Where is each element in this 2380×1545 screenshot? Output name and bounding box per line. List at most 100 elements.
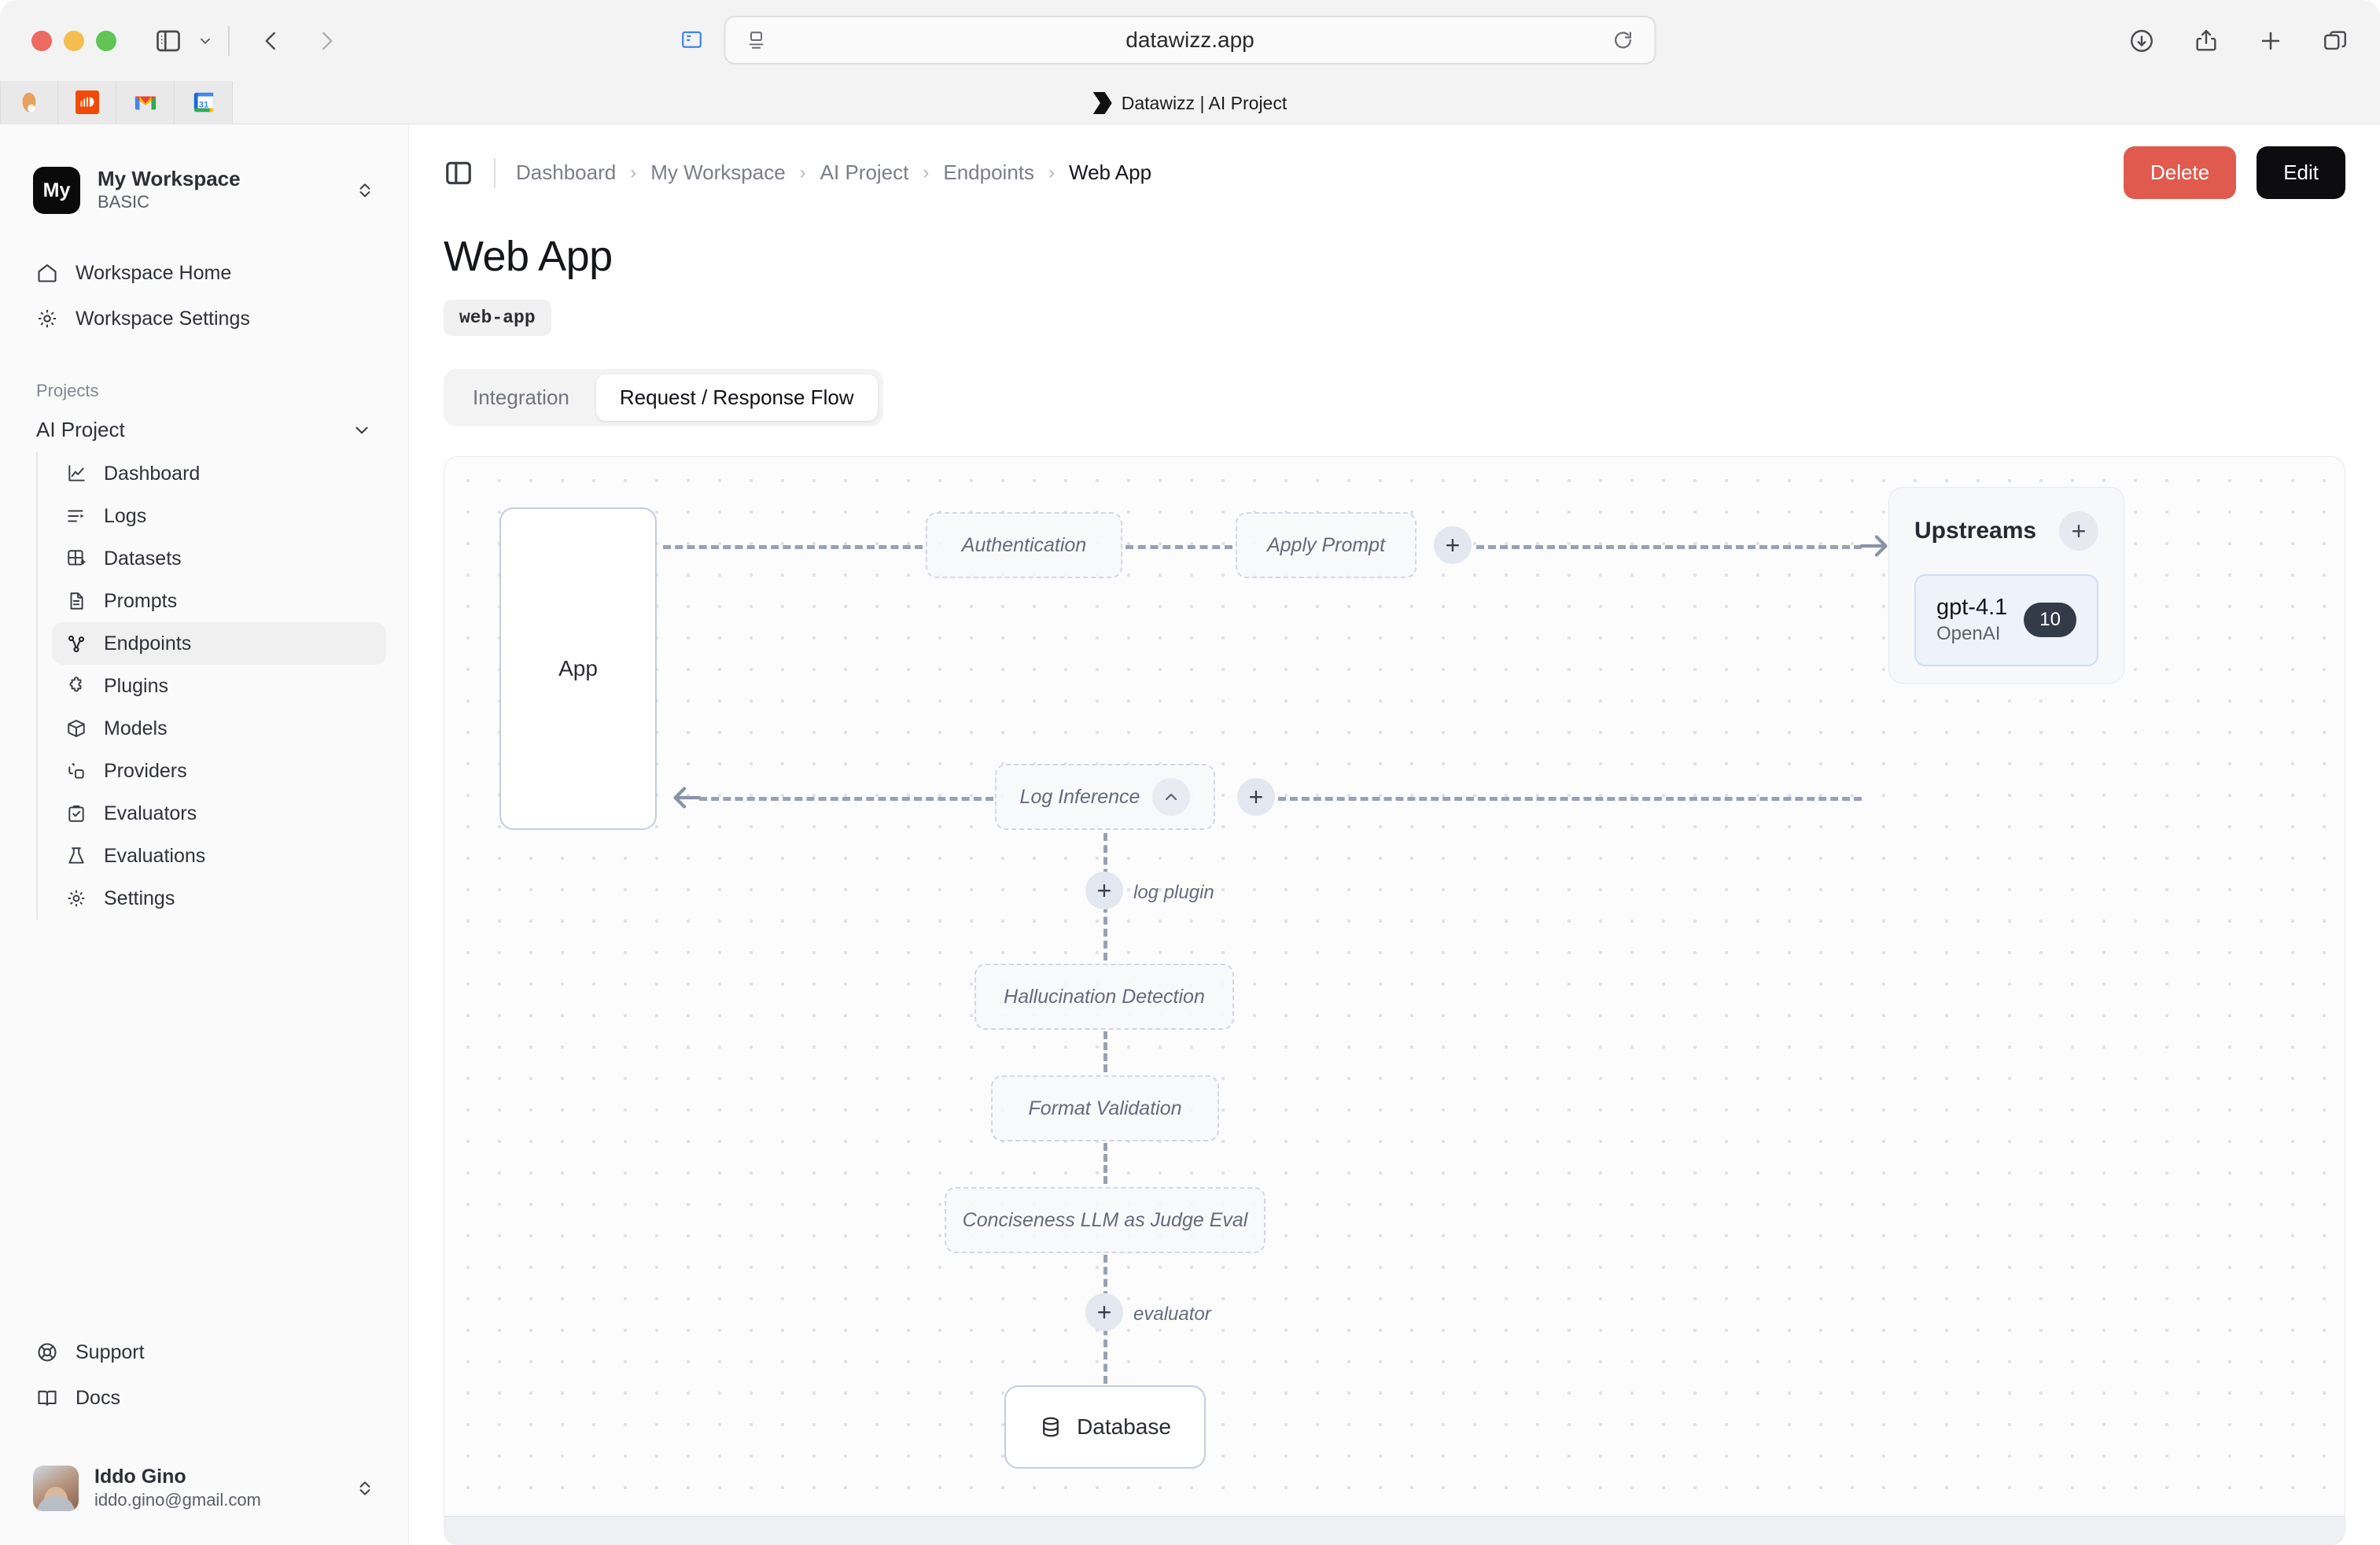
reader-view-icon[interactable] xyxy=(679,28,706,52)
upstream-weight-badge: 10 xyxy=(2024,603,2076,638)
flow-node-label: Hallucination Detection xyxy=(1004,985,1205,1008)
gear-icon xyxy=(36,308,58,330)
sidebar-item-support[interactable]: Support xyxy=(22,1329,386,1375)
sidebar-item-settings[interactable]: Settings xyxy=(52,877,386,920)
logs-icon xyxy=(66,506,87,526)
soundcloud-favicon[interactable] xyxy=(58,81,116,124)
edit-button[interactable]: Edit xyxy=(2257,146,2345,199)
sidebar-item-dashboard[interactable]: Dashboard xyxy=(52,452,386,495)
flow-node-apply-prompt[interactable]: Apply Prompt xyxy=(1236,512,1417,578)
breadcrumb-dashboard[interactable]: Dashboard xyxy=(516,160,617,184)
sidebar-item-workspace-settings[interactable]: Workspace Settings xyxy=(22,296,386,341)
flow-node-format-validation[interactable]: Format Validation xyxy=(991,1075,1219,1141)
google-calendar-favicon[interactable]: 31 xyxy=(175,81,233,124)
sidebar-item-label: Datasets xyxy=(104,547,182,570)
breadcrumb-my-workspace[interactable]: My Workspace xyxy=(650,160,786,184)
sidebar-item-logs[interactable]: Logs xyxy=(52,495,386,537)
plus-icon: + xyxy=(1248,783,1264,811)
book-icon xyxy=(36,1387,58,1409)
workspace-switcher[interactable]: My My Workspace BASIC xyxy=(22,157,386,223)
tab-group-icon[interactable] xyxy=(2322,28,2349,54)
active-tab-title[interactable]: Datawizz | AI Project xyxy=(1092,92,1287,114)
lifebuoy-icon xyxy=(36,1341,58,1363)
flow-node-label: Format Validation xyxy=(1028,1097,1182,1119)
close-window-button[interactable] xyxy=(31,31,52,51)
flow-node-log-inference[interactable]: Log Inference xyxy=(995,764,1215,830)
add-log-plugin-button[interactable]: + xyxy=(1085,872,1123,909)
add-upstream-button[interactable]: + xyxy=(2059,511,2098,551)
sidebar-item-label: Logs xyxy=(104,504,147,527)
sidebar-item-models[interactable]: Models xyxy=(52,707,386,750)
address-bar-container: datawizz.app xyxy=(682,16,1656,65)
sidebar-item-label: Evaluators xyxy=(104,802,197,824)
sidebar-item-endpoints[interactable]: Endpoints xyxy=(52,622,386,665)
downloads-icon[interactable] xyxy=(2128,28,2155,54)
new-tab-icon[interactable] xyxy=(2257,28,2284,54)
sidebar-item-plugins[interactable]: Plugins xyxy=(52,665,386,707)
upstream-item-gpt-4-1[interactable]: gpt-4.1 OpenAI 10 xyxy=(1914,574,2098,666)
datawizz-app: My My Workspace BASIC xyxy=(0,124,2380,1545)
chevron-down-icon[interactable] xyxy=(352,420,372,441)
forward-arrow-icon[interactable] xyxy=(315,28,338,54)
panel-toggle-icon[interactable] xyxy=(444,158,473,188)
page-settings-icon[interactable] xyxy=(746,29,767,51)
add-evaluator-button[interactable]: + xyxy=(1085,1293,1123,1331)
page-topbar: Dashboard › My Workspace › AI Project › … xyxy=(409,124,2380,199)
gmail-favicon[interactable] xyxy=(116,81,175,124)
add-request-plugin-button[interactable]: + xyxy=(1434,526,1472,564)
puzzle-icon xyxy=(66,676,87,696)
minimize-window-button[interactable] xyxy=(64,31,84,51)
sidebar-item-providers[interactable]: Providers xyxy=(52,750,386,792)
chevron-up-down-icon[interactable] xyxy=(355,1477,375,1500)
flow-edge-format-to-conciseness xyxy=(1103,1143,1107,1184)
chevron-down-icon[interactable] xyxy=(197,32,214,50)
chevron-up-icon[interactable] xyxy=(1152,778,1191,816)
sidebar-item-label: Settings xyxy=(104,887,175,909)
sidebar-project-ai-project[interactable]: AI Project xyxy=(22,407,386,452)
sidebar-item-docs[interactable]: Docs xyxy=(22,1375,386,1421)
sidebar-item-workspace-home[interactable]: Workspace Home xyxy=(22,250,386,296)
database-icon xyxy=(1039,1415,1063,1439)
tab-request-response-flow[interactable]: Request / Response Flow xyxy=(595,374,878,421)
sidebar-item-evaluations[interactable]: Evaluations xyxy=(52,835,386,877)
flow-node-app[interactable]: App xyxy=(499,507,657,830)
photos-favicon[interactable] xyxy=(0,81,58,124)
sidebar-section-label: Projects xyxy=(36,381,99,400)
flask-icon xyxy=(66,846,87,866)
sidebar-item-datasets[interactable]: Datasets xyxy=(52,537,386,580)
flow-node-conciseness-llm-judge-eval[interactable]: Conciseness LLM as Judge Eval xyxy=(945,1187,1266,1253)
sidebar-item-label: Support xyxy=(76,1340,145,1363)
favorites-bar: 31 Datawizz | AI Project xyxy=(0,81,2380,124)
user-account-switcher[interactable]: Iddo Gino iddo.gino@gmail.com xyxy=(22,1454,386,1523)
share-icon[interactable] xyxy=(2193,28,2220,54)
address-bar[interactable]: datawizz.app xyxy=(724,16,1656,65)
flow-node-label: Conciseness LLM as Judge Eval xyxy=(962,1208,1248,1231)
upstreams-panel: Upstreams + gpt-4.1 OpenAI 10 xyxy=(1888,487,2124,684)
delete-button[interactable]: Delete xyxy=(2124,146,2237,199)
flow-node-authentication[interactable]: Authentication xyxy=(926,512,1122,578)
workspace-avatar: My xyxy=(33,167,80,214)
back-arrow-icon[interactable] xyxy=(260,28,283,54)
chevron-up-down-icon[interactable] xyxy=(355,179,375,202)
sidebar-item-prompts[interactable]: Prompts xyxy=(52,580,386,622)
sidebar-item-label: Providers xyxy=(104,759,187,782)
maximize-window-button[interactable] xyxy=(96,31,116,51)
sidebar-item-evaluators[interactable]: Evaluators xyxy=(52,792,386,835)
workspace-name: My Workspace xyxy=(98,167,241,191)
sidebar-item-label: Workspace Home xyxy=(76,261,232,284)
sidebar-toggle-icon[interactable] xyxy=(154,27,182,55)
topbar-divider xyxy=(494,157,496,188)
flow-node-hallucination-detection[interactable]: Hallucination Detection xyxy=(974,964,1234,1030)
plus-icon: + xyxy=(1096,876,1112,905)
add-response-plugin-button[interactable]: + xyxy=(1237,778,1275,816)
flow-canvas[interactable]: App Authentication Apply Prompt + xyxy=(444,456,2345,1545)
tab-integration[interactable]: Integration xyxy=(473,385,569,409)
app-sidebar: My My Workspace BASIC xyxy=(0,124,409,1545)
toolbar-divider xyxy=(228,26,230,56)
flow-node-database[interactable]: Database xyxy=(1004,1385,1206,1469)
breadcrumb-endpoints[interactable]: Endpoints xyxy=(943,160,1035,184)
breadcrumb-ai-project[interactable]: AI Project xyxy=(820,160,909,184)
flow-edge-app-to-auth xyxy=(663,545,923,549)
reload-icon[interactable] xyxy=(1612,29,1634,51)
